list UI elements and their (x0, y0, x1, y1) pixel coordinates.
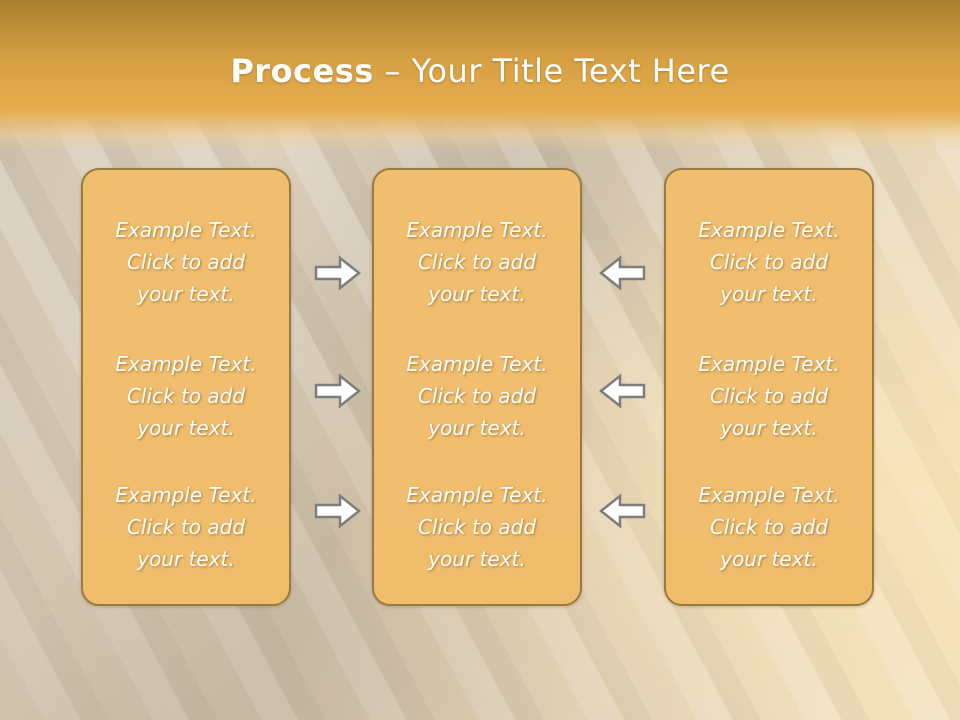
text-placeholder[interactable]: Example Text. Click to add your text. (374, 348, 580, 444)
left-arrow-icon[interactable] (597, 372, 647, 410)
text-line: Example Text. (115, 218, 257, 242)
text-placeholder[interactable]: Example Text. Click to add your text. (666, 214, 872, 310)
text-placeholder[interactable]: Example Text. Click to add your text. (83, 479, 289, 575)
text-line: your text. (428, 416, 526, 440)
text-line: Click to add (709, 384, 829, 408)
right-arrow-icon[interactable] (313, 492, 363, 530)
text-line: Example Text. (698, 218, 840, 242)
text-line: your text. (720, 282, 818, 306)
text-line: Example Text. (115, 483, 257, 507)
text-line: Example Text. (698, 352, 840, 376)
text-line: your text. (720, 547, 818, 571)
right-arrow-icon[interactable] (313, 254, 363, 292)
text-line: Click to add (126, 250, 246, 274)
center-text-box[interactable]: Example Text. Click to add your text. Ex… (372, 168, 582, 606)
text-line: Click to add (709, 515, 829, 539)
text-placeholder[interactable]: Example Text. Click to add your text. (374, 479, 580, 575)
right-text-box[interactable]: Example Text. Click to add your text. Ex… (664, 168, 874, 606)
left-arrow-icon[interactable] (597, 492, 647, 530)
text-line: your text. (137, 416, 235, 440)
text-line: Example Text. (406, 352, 548, 376)
slide-title[interactable]: Process – Your Title Text Here (0, 52, 960, 90)
text-line: your text. (428, 282, 526, 306)
title-bar (0, 0, 960, 150)
left-text-box[interactable]: Example Text. Click to add your text. Ex… (81, 168, 291, 606)
text-line: Click to add (417, 515, 537, 539)
title-rest-part: – Your Title Text Here (373, 52, 730, 90)
text-line: your text. (428, 547, 526, 571)
text-line: Click to add (126, 515, 246, 539)
text-line: Click to add (417, 384, 537, 408)
text-line: Click to add (126, 384, 246, 408)
text-placeholder[interactable]: Example Text. Click to add your text. (83, 348, 289, 444)
title-bold-part: Process (230, 52, 374, 90)
text-line: your text. (720, 416, 818, 440)
text-line: Example Text. (406, 218, 548, 242)
text-placeholder[interactable]: Example Text. Click to add your text. (666, 348, 872, 444)
right-arrow-icon[interactable] (313, 372, 363, 410)
text-line: Example Text. (406, 483, 548, 507)
text-placeholder[interactable]: Example Text. Click to add your text. (666, 479, 872, 575)
left-arrow-icon[interactable] (597, 254, 647, 292)
text-placeholder[interactable]: Example Text. Click to add your text. (83, 214, 289, 310)
text-line: Click to add (417, 250, 537, 274)
text-line: your text. (137, 547, 235, 571)
text-line: Click to add (709, 250, 829, 274)
text-line: Example Text. (115, 352, 257, 376)
text-line: Example Text. (698, 483, 840, 507)
text-line: your text. (137, 282, 235, 306)
text-placeholder[interactable]: Example Text. Click to add your text. (374, 214, 580, 310)
